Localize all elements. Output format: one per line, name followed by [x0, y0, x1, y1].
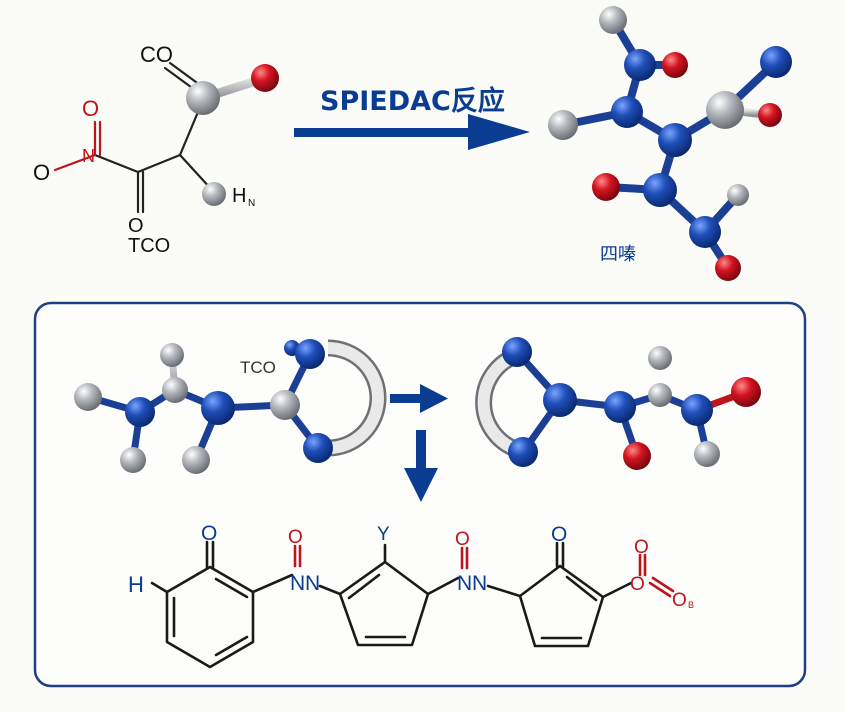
gray-atom: [74, 383, 102, 411]
gray-atom: [599, 6, 627, 34]
product-molecule: 四嗪: [548, 6, 792, 281]
h-label: H: [232, 185, 246, 207]
red-atom: [758, 103, 782, 127]
nitro-o-label-4: O: [634, 537, 649, 558]
gray-atom: [694, 441, 720, 467]
blue-atom: [508, 437, 538, 467]
panel-arrow-down: [404, 430, 438, 502]
gray-atom: [706, 91, 744, 129]
gray-atom: [162, 377, 188, 403]
gray-atom: [648, 346, 672, 370]
gray-atom: [270, 390, 300, 420]
nitro-o-label-5: O: [672, 590, 687, 611]
arrow-label: SPIEDAC反应: [320, 85, 505, 117]
gray-atom: [182, 446, 210, 474]
tco-label: TCO: [128, 235, 170, 257]
blue-atom: [689, 216, 721, 248]
n-label-2: N: [457, 572, 472, 595]
skeletal-chain: H O O N N Y O N N O O O O B: [128, 522, 694, 669]
n-label-1b: N: [305, 572, 320, 595]
reactant-structure: CO O O N O TCO H N: [33, 42, 279, 257]
h-subscript: N: [248, 198, 255, 209]
blue-atom: [125, 397, 155, 427]
nitro-o-label: O: [82, 96, 99, 121]
gray-atom: [160, 343, 184, 367]
blue-atom: [681, 394, 713, 426]
red-atom: [715, 255, 741, 281]
nitro-o-label-center: O: [630, 574, 645, 595]
reaction-arrow: SPIEDAC反应: [294, 85, 530, 150]
ketone-o-label-3: O: [551, 523, 567, 546]
y-atom-label: Y: [377, 524, 390, 545]
blue-atom: [658, 123, 692, 157]
gray-atom: [727, 184, 749, 206]
panel-tco-label: TCO: [240, 358, 276, 377]
red-atom: [662, 52, 688, 78]
n-atom-label: N: [82, 146, 95, 166]
blue-atom: [502, 337, 532, 367]
blue-atom: [295, 339, 325, 369]
o-left-label: O: [33, 160, 50, 185]
blue-atom: [643, 173, 677, 207]
blue-atom: [201, 391, 235, 425]
ketone-o-label-1: O: [201, 522, 217, 545]
blue-atom: [604, 391, 636, 423]
product-label: 四嗪: [600, 244, 636, 264]
gray-atom: [120, 447, 146, 473]
n-label-2b: N: [472, 572, 487, 595]
blue-atom: [611, 96, 643, 128]
gray-atom: [548, 110, 578, 140]
blue-atom: [760, 46, 792, 78]
blue-atom: [303, 433, 333, 463]
blue-atom: [543, 383, 577, 417]
nitroso-o-label-1: O: [288, 527, 303, 548]
n-label-1: N: [290, 572, 305, 595]
blue-atom: [624, 49, 656, 81]
o-bottom-label: O: [128, 215, 144, 237]
panel-arrow-right: [390, 384, 448, 413]
red-atom: [731, 377, 761, 407]
panel-molecule-left: TCO: [74, 339, 387, 474]
nitro-o-subscript: B: [688, 600, 694, 610]
oxygen-atom: [251, 64, 279, 92]
co-label: CO: [140, 42, 173, 67]
red-atom: [623, 442, 651, 470]
panel-molecule-right: [475, 337, 761, 470]
hydrogen-atom: [202, 182, 226, 206]
red-atom: [592, 173, 620, 201]
nitroso-o-label-2: O: [455, 529, 470, 550]
gray-atom: [648, 383, 672, 407]
carbon-atom: [186, 81, 220, 115]
h-atom-label: H: [128, 572, 144, 597]
